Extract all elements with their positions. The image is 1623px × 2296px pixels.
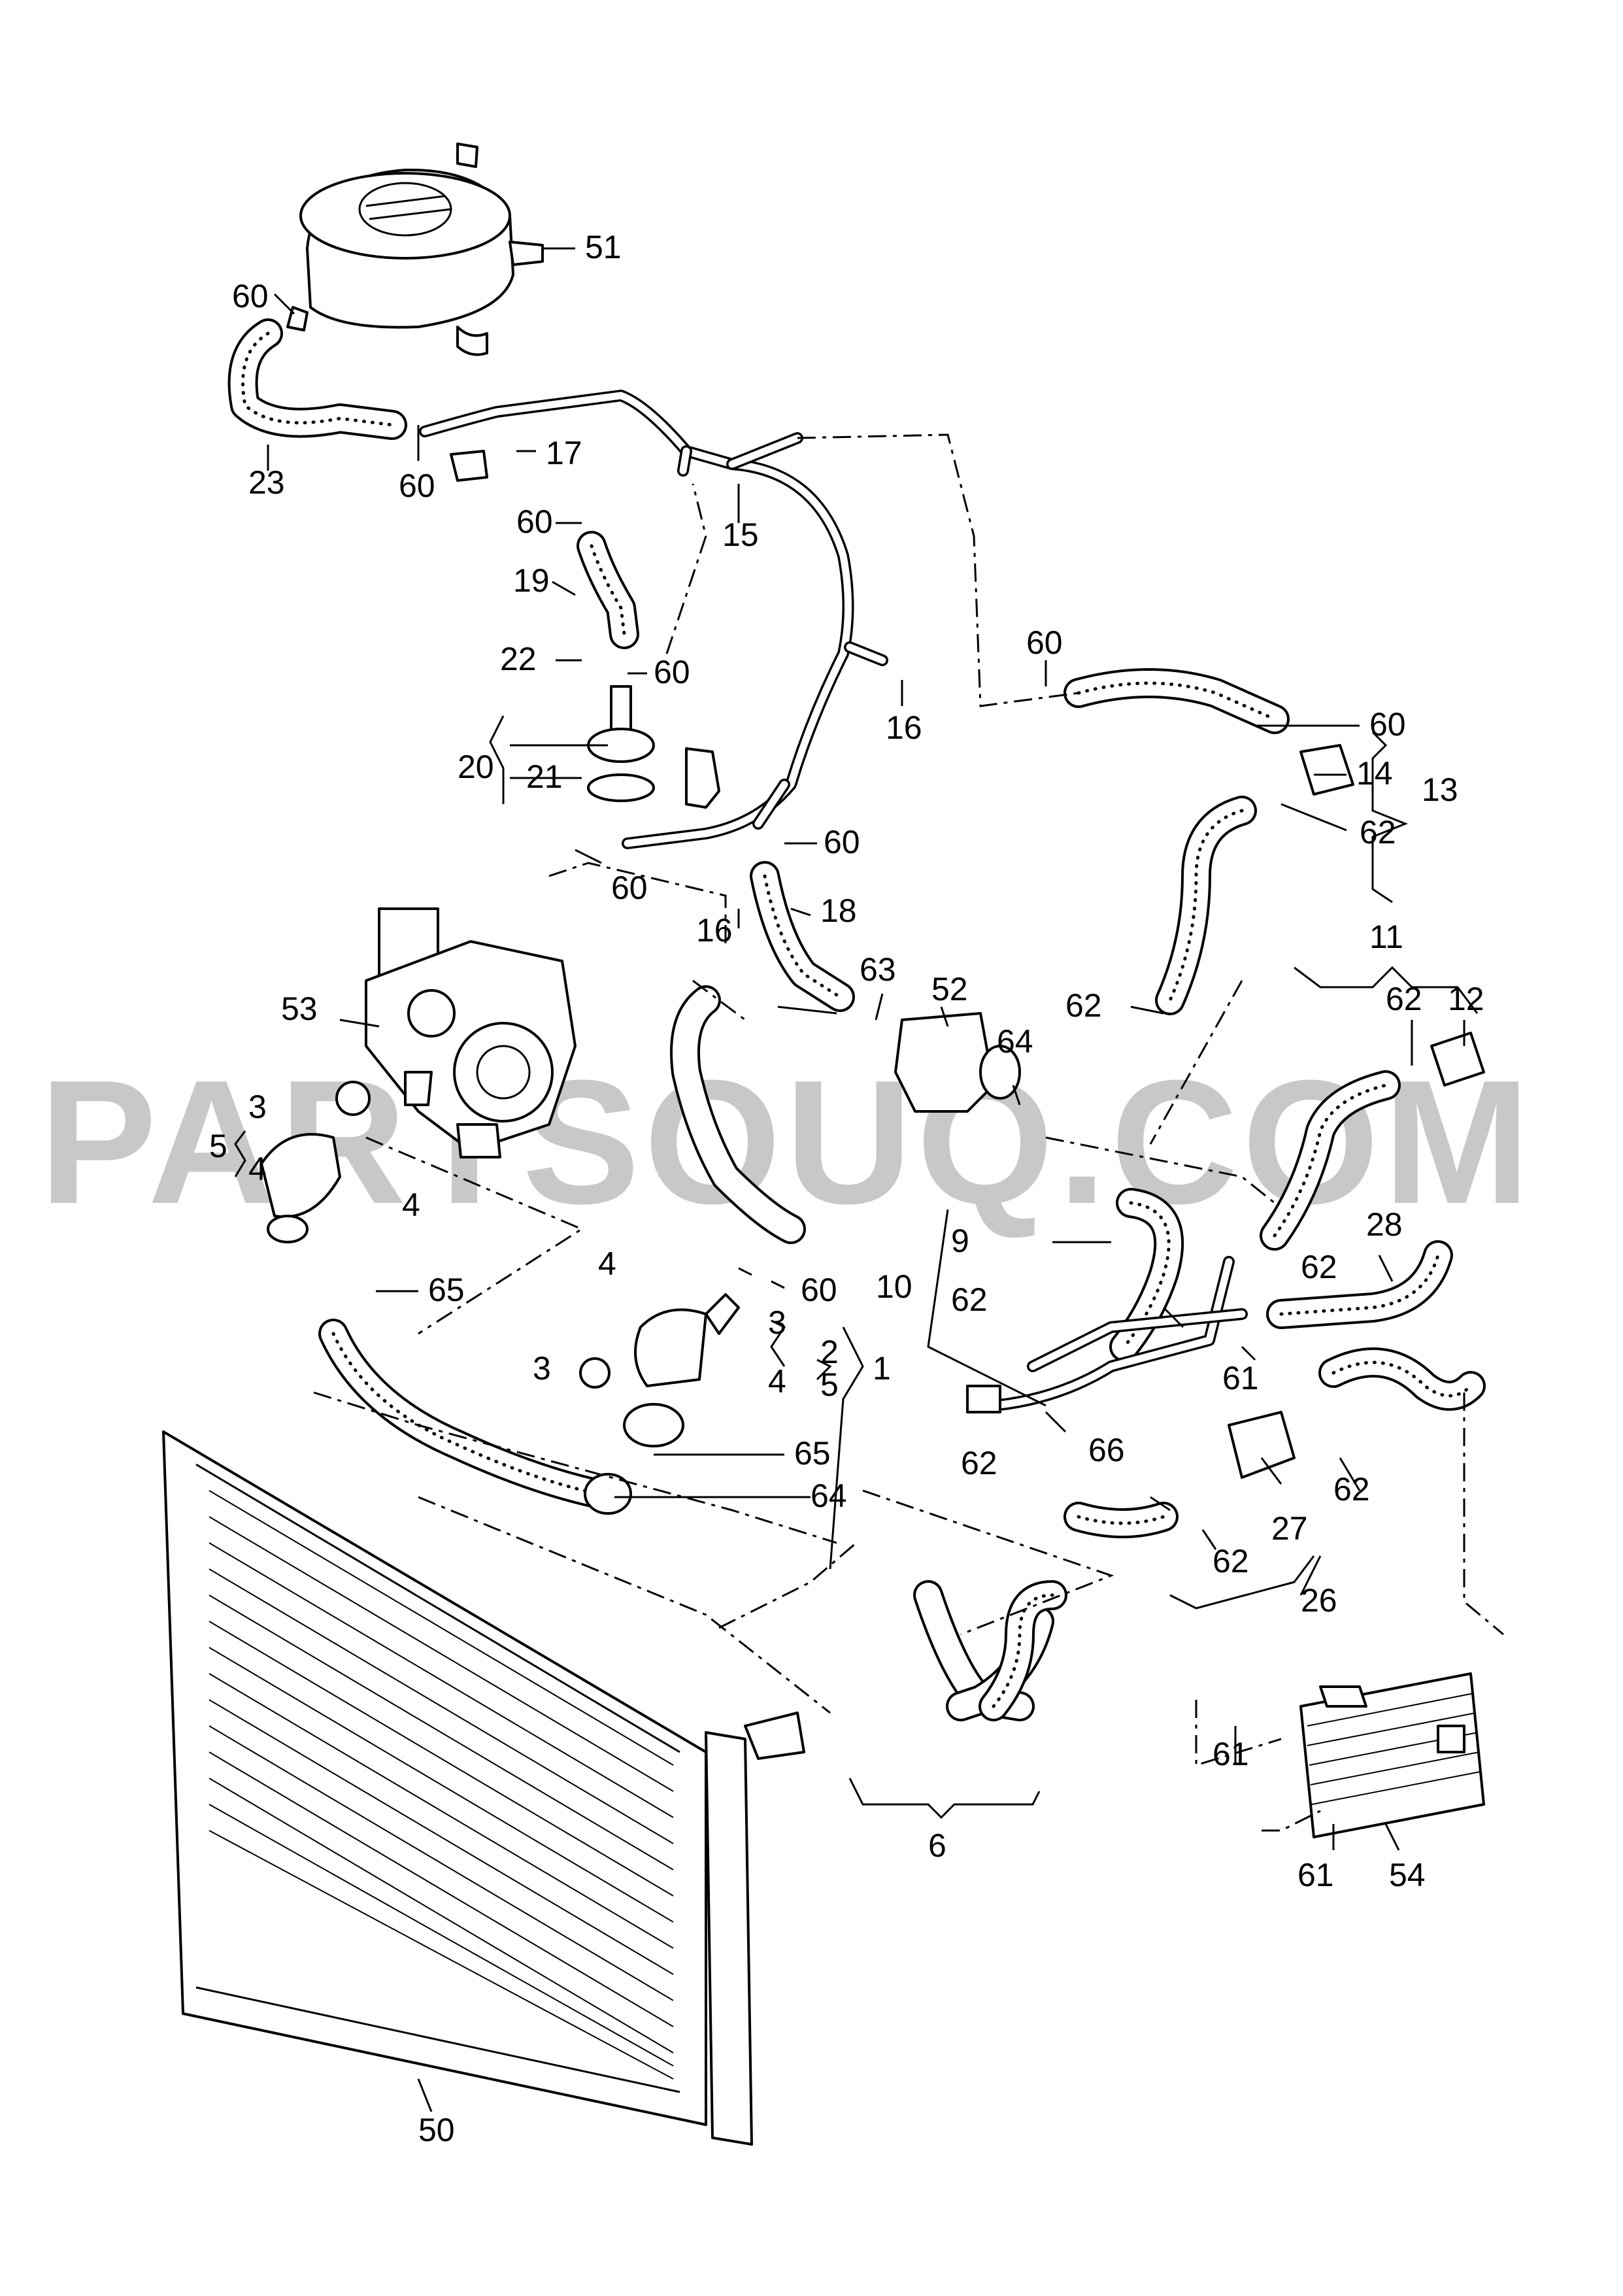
callout-13: 13 — [1422, 771, 1458, 808]
callout-12: 12 — [1448, 981, 1484, 1017]
callout-65: 65 — [794, 1435, 831, 1472]
hose-28 — [1266, 1240, 1453, 1329]
callout-leaders — [234, 247, 1479, 2112]
callout-62: 62 — [1333, 1471, 1370, 1508]
callout-19: 19 — [513, 562, 550, 599]
callout-60: 60 — [824, 824, 860, 860]
hose-23 — [227, 318, 407, 440]
callout-63: 63 — [860, 951, 896, 988]
callout-20: 20 — [458, 749, 494, 785]
pipe-assembly-10 — [966, 1256, 1248, 1413]
thermostat-housing — [365, 907, 577, 1158]
callout-4: 4 — [598, 1245, 616, 1282]
connector-2 — [579, 1293, 740, 1447]
callout-22: 22 — [500, 641, 537, 677]
callout-15: 15 — [722, 516, 759, 553]
radiator — [162, 1430, 805, 2146]
callout-3: 3 — [248, 1089, 267, 1125]
hose-13 — [1063, 668, 1354, 1015]
callout-9: 9 — [951, 1223, 969, 1259]
hose-64-lower — [318, 1319, 632, 1515]
callout-11: 11 — [1369, 919, 1403, 955]
hose-6 — [913, 1580, 1067, 1721]
callout-labels: 51 60 23 60 17 15 60 19 22 60 20 21 16 6… — [209, 229, 1484, 2148]
callout-3: 3 — [768, 1304, 786, 1341]
callout-61: 61 — [1222, 1360, 1259, 1396]
callout-60: 60 — [611, 869, 648, 906]
expansion-tank — [286, 143, 544, 356]
callout-5: 5 — [209, 1128, 227, 1164]
callout-3: 3 — [533, 1350, 551, 1387]
pump-52 — [894, 1012, 1021, 1113]
callout-60: 60 — [232, 278, 269, 314]
callout-16: 16 — [886, 709, 922, 746]
callout-2: 2 — [820, 1334, 839, 1370]
callout-51: 51 — [585, 229, 622, 265]
callout-52: 52 — [931, 971, 968, 1007]
callout-16: 16 — [696, 912, 733, 949]
callout-62: 62 — [1301, 1249, 1337, 1285]
hose-19 — [577, 531, 639, 649]
callout-5: 5 — [820, 1366, 839, 1403]
callout-17: 17 — [546, 435, 582, 471]
callout-66: 66 — [1088, 1432, 1125, 1468]
callout-60: 60 — [801, 1272, 837, 1308]
oil-cooler — [1299, 1672, 1485, 1838]
routing-lines — [313, 433, 1504, 1832]
callout-26: 26 — [1301, 1582, 1337, 1619]
callout-60: 60 — [516, 503, 553, 540]
hose-11 — [1260, 1032, 1485, 1251]
callout-60: 60 — [1369, 706, 1406, 743]
callout-62: 62 — [1360, 814, 1396, 851]
coolant-pipe-15 — [419, 390, 888, 849]
connector-20 — [587, 685, 655, 802]
hose-26 — [1063, 1347, 1486, 1538]
callout-64: 64 — [997, 1023, 1033, 1060]
hose-middle — [670, 985, 806, 1244]
callout-62: 62 — [1213, 1543, 1249, 1579]
callout-4: 4 — [248, 1151, 267, 1187]
callout-60: 60 — [399, 467, 435, 504]
callout-10: 10 — [876, 1268, 912, 1305]
callout-50: 50 — [418, 2112, 455, 2148]
callout-62: 62 — [1386, 981, 1422, 1017]
callout-4: 4 — [402, 1187, 420, 1223]
callout-54: 54 — [1389, 1857, 1426, 1893]
callout-61: 61 — [1297, 1857, 1334, 1893]
callout-4: 4 — [768, 1363, 786, 1400]
callout-62: 62 — [961, 1445, 997, 1481]
callout-21: 21 — [526, 758, 563, 795]
callout-1: 1 — [873, 1350, 891, 1387]
callout-23: 23 — [248, 464, 285, 501]
callout-60: 60 — [1026, 624, 1063, 661]
callout-61: 61 — [1213, 1736, 1249, 1772]
callout-14: 14 — [1356, 755, 1393, 792]
callout-28: 28 — [1366, 1206, 1403, 1243]
callout-60: 60 — [654, 654, 690, 690]
connector-5-left — [260, 1081, 371, 1243]
callout-62: 62 — [951, 1281, 988, 1318]
callout-18: 18 — [820, 892, 857, 929]
callout-64: 64 — [811, 1477, 847, 1514]
callout-62: 62 — [1065, 987, 1102, 1024]
callout-27: 27 — [1271, 1510, 1308, 1547]
callout-65: 65 — [428, 1272, 465, 1308]
callout-6: 6 — [928, 1827, 946, 1864]
hose-18 — [750, 861, 855, 1012]
callout-53: 53 — [281, 990, 318, 1027]
